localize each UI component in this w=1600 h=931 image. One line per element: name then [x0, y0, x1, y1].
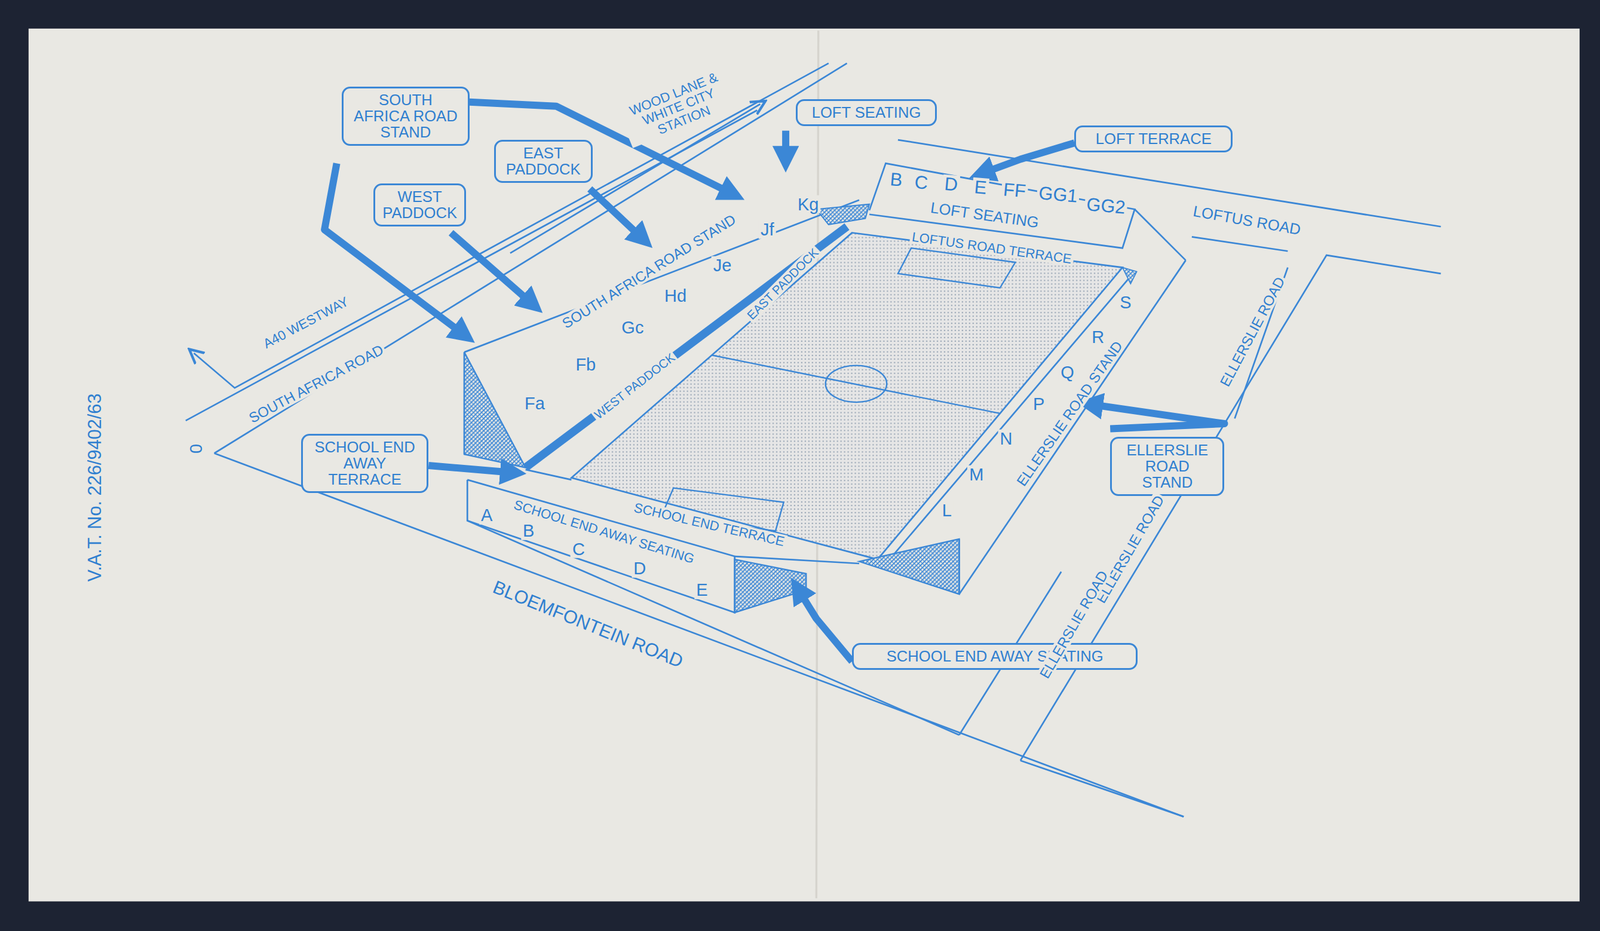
block-letter: B	[887, 169, 905, 190]
callout-text: SOUTH AFRICA ROAD STAND	[349, 92, 462, 141]
block-letter: Gc	[619, 318, 646, 337]
block-letter: Fa	[522, 393, 547, 412]
callout-text: LOFT SEATING	[811, 104, 922, 121]
block-letter: S	[1117, 292, 1133, 311]
callout-text: EAST PADDOCK	[501, 145, 585, 178]
block-letter: Q	[1058, 363, 1077, 382]
place-label: V.A.T. No. 226/9402/63	[85, 391, 105, 584]
ticket-paper	[28, 28, 1580, 902]
block-letter: C	[912, 172, 931, 193]
block-letter: Fb	[573, 354, 598, 373]
block-letter: P	[1031, 394, 1047, 413]
block-letter: GG2	[1084, 194, 1129, 218]
block-letter: N	[998, 429, 1015, 448]
callout-text: WEST PADDOCK	[381, 188, 459, 222]
callout-box: SOUTH AFRICA ROAD STAND	[341, 86, 470, 146]
callout-box: ELLERSLIE ROAD STAND	[1110, 436, 1225, 496]
block-letter: D	[941, 174, 961, 196]
block-letter: Kg	[795, 194, 821, 213]
callout-box: WEST PADDOCK	[373, 183, 467, 227]
callout-box: SCHOOL END AWAY SEATING	[851, 642, 1138, 670]
block-letter: C	[570, 540, 587, 559]
block-letter: Jf	[758, 220, 777, 239]
block-letter: D	[631, 559, 648, 578]
callout-text: SCHOOL END AWAY SEATING	[886, 648, 1104, 665]
block-letter: 0	[187, 442, 205, 456]
block-letter: Je	[711, 256, 734, 275]
callout-text: ELLERSLIE ROAD STAND	[1117, 442, 1217, 491]
block-letter: R	[1089, 327, 1106, 346]
callout-box: LOFT TERRACE	[1074, 125, 1233, 153]
block-letter: FF	[1000, 179, 1029, 202]
stadium	[464, 163, 1186, 613]
block-letter: L	[940, 501, 954, 520]
callout-text: SCHOOL END AWAY TERRACE	[308, 439, 421, 488]
block-letter: GG1	[1035, 183, 1080, 207]
block-letter: E	[972, 177, 990, 198]
roads	[185, 63, 1442, 817]
pointer-arrows	[324, 102, 1225, 662]
callout-box: LOFT SEATING	[795, 99, 937, 127]
callout-box: EAST PADDOCK	[494, 139, 593, 183]
callout-box: SCHOOL END AWAY TERRACE	[301, 433, 429, 493]
block-letter: B	[520, 521, 536, 540]
callout-text: LOFT TERRACE	[1095, 130, 1212, 147]
block-letter: Hd	[662, 286, 689, 305]
block-letter: M	[967, 465, 986, 484]
block-letter: A	[479, 506, 495, 524]
block-letter: E	[694, 580, 710, 599]
